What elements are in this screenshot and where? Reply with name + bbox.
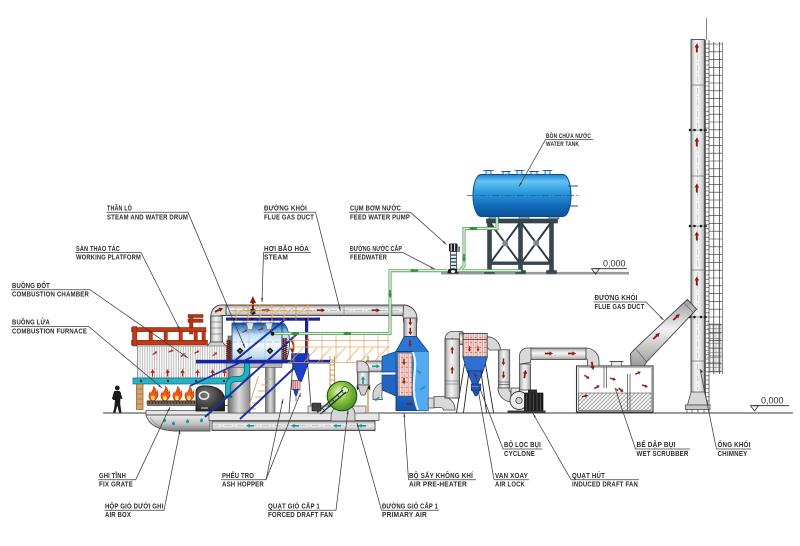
svg-text:ĐƯỜNG NƯỚC CẤP: ĐƯỜNG NƯỚC CẤP	[350, 243, 402, 253]
svg-text:BỒN CHỨA NƯỚC: BỒN CHỨA NƯỚC	[546, 132, 591, 140]
svg-text:0,000: 0,000	[603, 259, 626, 269]
svg-text:SÀN THAO TÁC: SÀN THAO TÁC	[76, 244, 120, 253]
svg-text:CHIMNEY: CHIMNEY	[718, 451, 748, 458]
svg-text:ĐƯỜNG KHÓI: ĐƯỜNG KHÓI	[264, 204, 307, 213]
svg-text:ASH HOPPER: ASH HOPPER	[222, 482, 264, 489]
svg-text:0,000: 0,000	[761, 396, 784, 406]
svg-text:WET SCRUBBER: WET SCRUBBER	[637, 451, 689, 458]
svg-text:FLUE GAS DUCT: FLUE GAS DUCT	[595, 304, 645, 311]
svg-text:BỘ LỌC BỤI: BỘ LỌC BỤI	[504, 440, 541, 449]
svg-text:ỐNG KHÓI: ỐNG KHÓI	[718, 439, 751, 449]
svg-text:BUỒNG LỬA: BUỒNG LỬA	[12, 317, 50, 327]
svg-text:ĐƯỜNG GIÓ CẤP 1: ĐƯỜNG GIÓ CẤP 1	[382, 500, 438, 510]
svg-text:BUỒNG ĐỐT: BUỒNG ĐỐT	[12, 280, 50, 290]
svg-text:STEAM: STEAM	[264, 255, 288, 262]
svg-text:PRIMARY AIR: PRIMARY AIR	[382, 512, 427, 519]
svg-text:QUẠT GIÓ CẤP 1: QUẠT GIÓ CẤP 1	[268, 500, 320, 510]
svg-text:VAN XOAY: VAN XOAY	[495, 473, 528, 480]
svg-text:HƠI BÃO HÒA: HƠI BÃO HÒA	[264, 244, 309, 253]
svg-text:WORKING PLATFORM: WORKING PLATFORM	[76, 255, 141, 262]
svg-text:AIR BOX: AIR BOX	[105, 512, 131, 519]
svg-text:FIX GRATE: FIX GRATE	[99, 482, 133, 489]
svg-text:WATER TANK: WATER TANK	[546, 141, 579, 148]
svg-text:COMBUSTION CHAMBER: COMBUSTION CHAMBER	[12, 292, 89, 299]
svg-text:FEEDWATER: FEEDWATER	[350, 255, 387, 262]
svg-text:FORCED DRAFT FAN: FORCED DRAFT FAN	[268, 512, 333, 519]
svg-text:FEED WATER PUMP: FEED WATER PUMP	[350, 214, 410, 221]
svg-text:ĐƯỜNG KHÓI: ĐƯỜNG KHÓI	[595, 293, 638, 302]
svg-text:CỤM BƠM NƯỚC: CỤM BƠM NƯỚC	[350, 204, 401, 213]
svg-text:HỘP GIÓ DƯỚI GHI: HỘP GIÓ DƯỚI GHI	[105, 501, 164, 510]
svg-text:GHI TĨNH: GHI TĨNH	[99, 471, 126, 480]
svg-text:THÂN LÒ: THÂN LÒ	[107, 204, 132, 213]
svg-text:BỘ SẤY KHÔNG KHÍ: BỘ SẤY KHÔNG KHÍ	[409, 470, 474, 480]
svg-text:CYCLONE: CYCLONE	[504, 451, 535, 458]
svg-text:AIR LOCK: AIR LOCK	[495, 482, 525, 489]
svg-text:FLUE GAS DUCT: FLUE GAS DUCT	[264, 214, 314, 221]
svg-text:QUẠT HÚT: QUẠT HÚT	[572, 471, 605, 480]
svg-text:INDUCED DRAFT FAN: INDUCED DRAFT FAN	[572, 482, 638, 489]
svg-text:BỂ DẬP BỤI: BỂ DẬP BỤI	[637, 440, 676, 449]
svg-text:PHỄU TRO: PHỄU TRO	[222, 471, 254, 480]
svg-text:STEAM AND WATER DRUM: STEAM AND WATER DRUM	[107, 214, 188, 221]
svg-text:AIR PRE-HEATER: AIR PRE-HEATER	[409, 482, 467, 489]
svg-text:COMBUSTION FURNACE: COMBUSTION FURNACE	[12, 328, 87, 335]
